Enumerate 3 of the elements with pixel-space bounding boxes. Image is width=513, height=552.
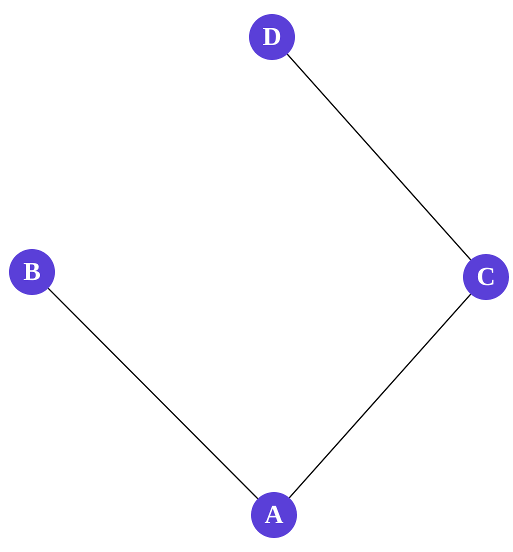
connector-line bbox=[48, 288, 258, 500]
connector-line bbox=[286, 54, 472, 260]
connector-line bbox=[288, 294, 472, 498]
